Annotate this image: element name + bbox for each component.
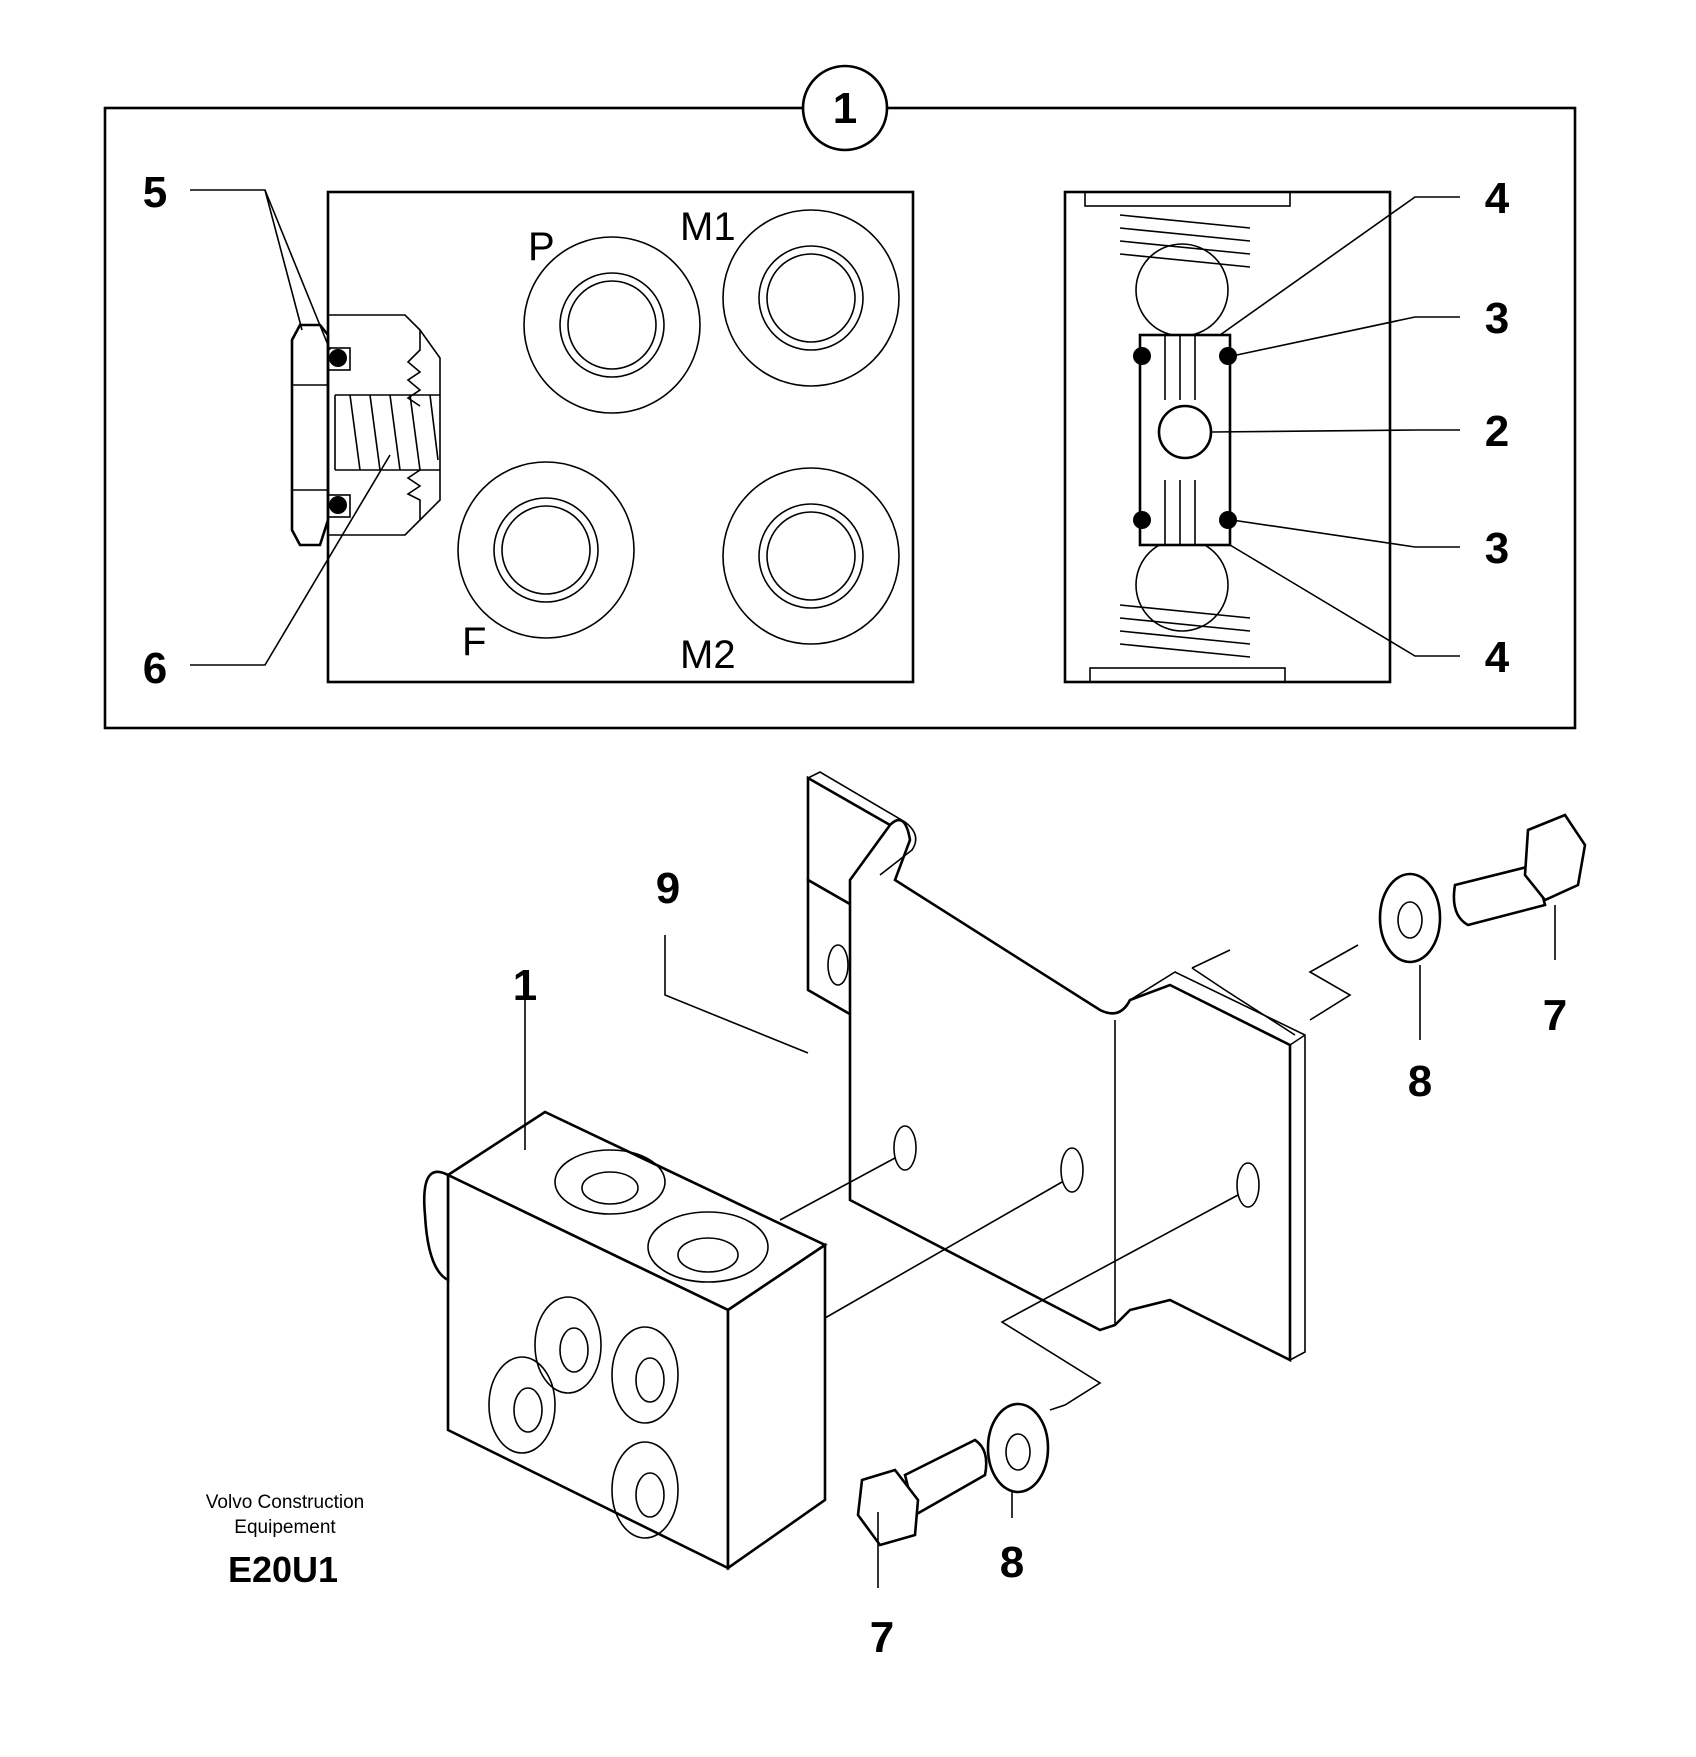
label-bolt-right: 7 xyxy=(1543,991,1567,1040)
label-seat-bottom: 4 xyxy=(1485,633,1510,682)
drawing-code: E20U1 xyxy=(228,1549,338,1590)
port-face: P M1 F M2 xyxy=(326,190,915,684)
manufacturer-line-2: Equipement xyxy=(234,1517,336,1538)
mounting-bracket xyxy=(806,771,1306,1363)
port-label-m1: M1 xyxy=(680,205,736,249)
label-spring-left: 6 xyxy=(143,644,167,693)
valve-block xyxy=(422,1110,828,1571)
washer-right xyxy=(1378,872,1442,964)
washer-bottom xyxy=(986,1402,1050,1494)
label-seat-top: 4 xyxy=(1485,174,1510,223)
detail-leaders xyxy=(190,189,1460,666)
port-m2-ring xyxy=(722,467,900,645)
port-label-f: F xyxy=(462,620,486,664)
bolt-right xyxy=(1452,813,1587,927)
bolt-bottom xyxy=(856,1438,988,1547)
label-washer-bottom: 8 xyxy=(1000,1538,1024,1587)
port-m1-ring xyxy=(722,209,900,387)
label-valve-block: 1 xyxy=(513,961,537,1010)
label-washer-right: 8 xyxy=(1408,1057,1432,1106)
assembly-leaders xyxy=(524,905,1556,1588)
port-label-m2: M2 xyxy=(680,633,736,677)
label-bracket: 9 xyxy=(656,864,680,913)
label-seal-left: 5 xyxy=(143,168,167,217)
label-ball: 2 xyxy=(1485,407,1509,456)
label-oring-bottom: 3 xyxy=(1485,524,1509,573)
port-p-ring xyxy=(523,236,701,414)
check-valve-section xyxy=(1063,190,1392,684)
port-label-p: P xyxy=(528,225,555,269)
label-bolt-bottom: 7 xyxy=(870,1613,894,1662)
manufacturer-line-1: Volvo Construction xyxy=(206,1492,364,1513)
label-oring-top: 3 xyxy=(1485,294,1509,343)
detail-frame: 1 xyxy=(103,64,1577,730)
port-f-ring xyxy=(457,461,635,639)
detail-callout-1: 1 xyxy=(833,84,857,133)
plug-section xyxy=(290,314,441,547)
